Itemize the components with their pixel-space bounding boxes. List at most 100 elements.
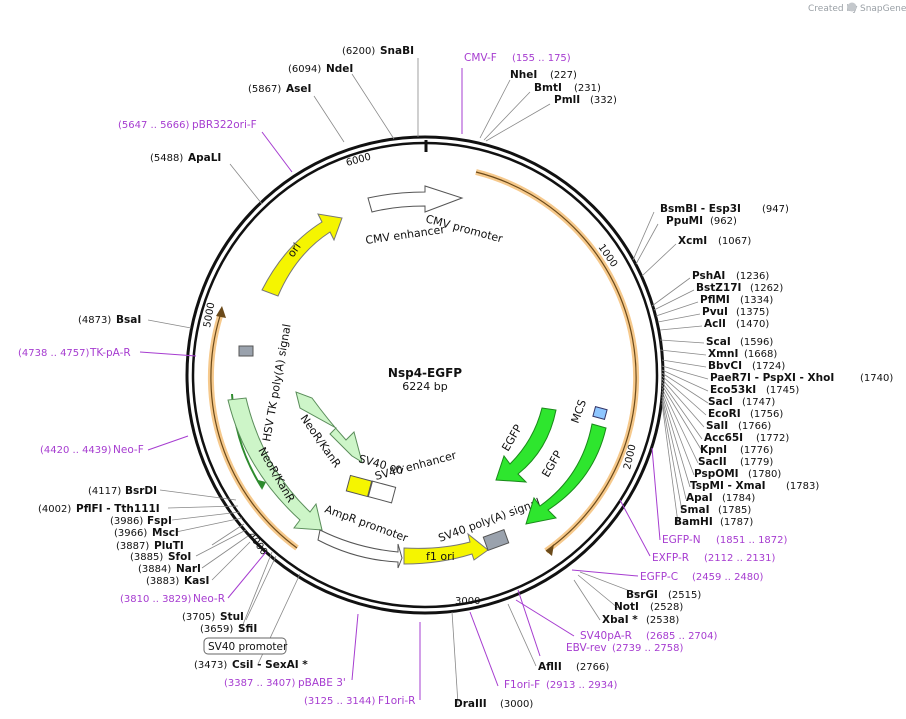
site-pos: (1779): [740, 457, 773, 468]
primer-range: (3387 .. 3407): [224, 678, 296, 689]
site-name: PflFI - Tth111I: [76, 503, 160, 515]
plasmid-size: 6224 bp: [402, 380, 447, 393]
site-name: KasI: [184, 575, 209, 587]
ampr-promoter-feature: AmpR promoter: [317, 503, 410, 569]
site-name: BsaI: [116, 314, 141, 326]
primer-name: EXFP-R: [652, 552, 689, 564]
primer-name: F1ori-R: [378, 695, 415, 707]
site-pos: (6094): [288, 64, 321, 75]
site-pos: (5488): [150, 153, 183, 164]
feature-label-hsv-tk-polya: HSV TK poly(A) signal: [260, 323, 293, 443]
site-name: Eco53kI: [710, 384, 756, 396]
primer-name: CMV-F: [464, 52, 497, 64]
watermark-brand: SnapGene: [860, 4, 906, 14]
primer-name: Neo-R: [193, 593, 225, 605]
site-name: NdeI: [326, 63, 353, 75]
f1-ori-feature: f1 ori: [403, 532, 489, 565]
site-pos: (1470): [736, 319, 769, 330]
site-name: KpnI: [700, 444, 727, 456]
site-pos: (1668): [744, 349, 777, 360]
cmv-feature: CMV enhancer CMV promoter: [365, 185, 505, 247]
ori-feature: ori: [261, 213, 343, 297]
tick-label: 5000: [202, 302, 217, 329]
site-pos: (3884): [138, 564, 171, 575]
leader-lines: [147, 58, 709, 705]
site-name: XbaI *: [602, 614, 638, 626]
site-pos: (3986): [110, 516, 143, 527]
plasmid-name: Nsp4-EGFP: [388, 366, 462, 380]
site-name: BamHI: [674, 516, 713, 528]
site-name: TspMI - XmaI: [690, 480, 766, 492]
site-pos: (5867): [248, 84, 281, 95]
site-name: BsrGI: [626, 589, 658, 601]
site-name: NheI: [510, 69, 537, 81]
site-name: FspI: [147, 515, 172, 527]
site-pos: (3887): [116, 541, 149, 552]
feature-label-egfp-outer: EGFP: [539, 448, 565, 479]
primer-range: (1851 .. 1872): [716, 535, 788, 546]
site-name: PflMI: [700, 294, 730, 306]
site-name: AseI: [286, 83, 311, 95]
site-name: PaeR7I - PspXI - XhoI: [710, 372, 834, 384]
neor-kanr-inner-feature: NeoR/KanR: [295, 391, 363, 470]
primer-labels: CMV-F (155 .. 175) (5647 .. 5666) pBR322…: [18, 52, 788, 707]
site-pos: (2538): [646, 615, 679, 626]
site-pos: (3473): [194, 660, 227, 671]
site-pos: (3885): [130, 552, 163, 563]
site-name: XcmI: [678, 235, 707, 247]
site-pos: (1596): [740, 337, 773, 348]
site-name: AflII: [538, 661, 562, 673]
site-pos: (4117): [88, 486, 121, 497]
site-pos: (332): [590, 95, 617, 106]
site-name: PspOMI: [694, 468, 739, 480]
primer-name: Neo-F: [113, 444, 144, 456]
primer-name: EGFP-N: [662, 534, 701, 546]
site-pos: (1262): [750, 283, 783, 294]
site-name: StuI: [220, 611, 244, 623]
site-pos: (1772): [756, 433, 789, 444]
site-pos: (2766): [576, 662, 609, 673]
site-pos: (227): [550, 70, 577, 81]
site-name: AclI: [704, 318, 726, 330]
site-name: BmtI: [534, 82, 562, 94]
feature-label-mcs: MCS: [569, 398, 589, 425]
site-pos: (1780): [748, 469, 781, 480]
site-pos: (1784): [722, 493, 755, 504]
tick-label: 6000: [345, 152, 372, 169]
site-pos: (3705): [182, 612, 215, 623]
site-pos: (1745): [766, 385, 799, 396]
site-name: PluTI: [154, 540, 184, 552]
site-pos: (6200): [342, 46, 375, 57]
primer-range: (3810 .. 3829): [120, 594, 192, 605]
sv40-promoter-label: SV40 promoter: [208, 641, 288, 653]
site-name: DraIII: [454, 698, 487, 710]
primer-name: pBABE 3': [298, 677, 346, 689]
primer-range: (4420 .. 4439): [40, 445, 112, 456]
site-name: BsmBI - Esp3I: [660, 203, 741, 215]
primer-range: (2112 .. 2131): [704, 553, 776, 564]
primer-range: (2685 .. 2704): [646, 631, 718, 642]
sv40-promoter-box: SV40 promoter: [203, 637, 288, 655]
snapgene-logo-icon: [847, 2, 857, 12]
site-labels: (6200) SnaBI (6094) NdeI (5867) AseI (54…: [38, 45, 893, 710]
mcs-feature: MCS: [569, 398, 608, 425]
site-name: ApaLI: [188, 152, 221, 164]
site-pos: (1740): [860, 373, 893, 384]
site-name: PvuI: [702, 306, 728, 318]
site-pos: (1783): [786, 481, 819, 492]
site-pos: (1067): [718, 236, 751, 247]
site-pos: (1776): [740, 445, 773, 456]
site-name: SmaI: [680, 504, 710, 516]
site-name: SnaBI: [380, 45, 414, 57]
feature-label-egfp-inner: EGFP: [499, 422, 525, 453]
site-name: EcoRI: [708, 408, 741, 420]
backbone-outer-ring: [185, 135, 665, 615]
site-name: CsiI - SexAI *: [232, 659, 308, 671]
site-pos: (1375): [736, 307, 769, 318]
primer-name: F1ori-F: [504, 679, 540, 691]
site-name: NarI: [176, 563, 201, 575]
site-pos: (1787): [720, 517, 753, 528]
site-pos: (3883): [146, 576, 179, 587]
site-name: BstZ17I: [696, 282, 741, 294]
primer-name: SV40pA-R: [580, 630, 632, 642]
